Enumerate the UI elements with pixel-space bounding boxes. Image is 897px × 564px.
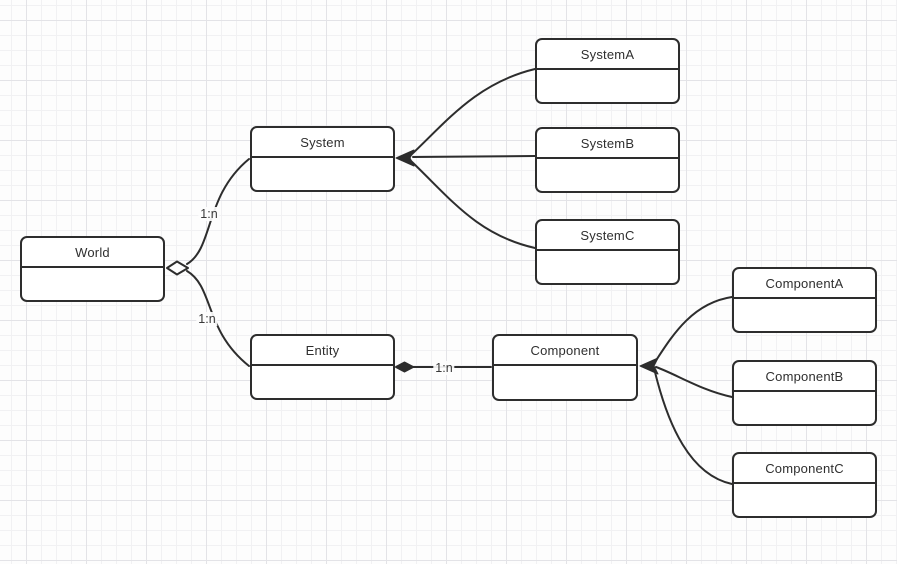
node-component-a-title: ComponentA <box>734 269 875 299</box>
arrowhead-into-component <box>639 357 659 375</box>
node-world[interactable]: World <box>20 236 165 302</box>
edge-component-b-to-component[interactable] <box>655 366 733 398</box>
edge-component-c-to-component[interactable] <box>654 371 733 485</box>
node-component-c[interactable]: ComponentC <box>732 452 877 518</box>
edge-label-world-system: 1:n <box>198 207 220 221</box>
node-component-title: Component <box>494 336 636 366</box>
node-system-b[interactable]: SystemB <box>535 127 680 193</box>
edge-system-b-to-system[interactable] <box>412 155 536 158</box>
node-system-c-title: SystemC <box>537 221 678 251</box>
node-component-b-title: ComponentB <box>734 362 875 392</box>
node-system[interactable]: System <box>250 126 395 192</box>
node-entity-title: Entity <box>252 336 393 366</box>
node-world-body <box>22 268 163 300</box>
edge-label-world-entity: 1:n <box>196 312 218 326</box>
node-system-a-title: SystemA <box>537 40 678 70</box>
node-system-b-body <box>537 159 678 191</box>
node-system-b-title: SystemB <box>537 129 678 159</box>
node-system-c[interactable]: SystemC <box>535 219 680 285</box>
node-entity[interactable]: Entity <box>250 334 395 400</box>
arrowhead-into-system <box>395 149 415 167</box>
node-component-c-title: ComponentC <box>734 454 875 484</box>
node-world-title: World <box>22 238 163 268</box>
node-system-a[interactable]: SystemA <box>535 38 680 104</box>
edge-system-c-to-system[interactable] <box>410 160 536 249</box>
edge-system-a-to-system[interactable] <box>410 68 536 156</box>
composition-diamond-entity <box>395 361 414 373</box>
node-component-b-body <box>734 392 875 424</box>
node-system-c-body <box>537 251 678 283</box>
node-component-body <box>494 366 636 399</box>
node-component-b[interactable]: ComponentB <box>732 360 877 426</box>
node-system-title: System <box>252 128 393 158</box>
edge-component-a-to-component[interactable] <box>654 296 733 363</box>
edge-world-to-entity[interactable] <box>186 270 250 367</box>
node-system-body <box>252 158 393 190</box>
node-component[interactable]: Component <box>492 334 638 401</box>
node-component-c-body <box>734 484 875 516</box>
node-component-a-body <box>734 299 875 331</box>
node-entity-body <box>252 366 393 398</box>
aggregation-diamond-world <box>166 260 189 276</box>
node-system-a-body <box>537 70 678 102</box>
node-component-a[interactable]: ComponentA <box>732 267 877 333</box>
edge-label-entity-component: 1:n <box>433 361 455 375</box>
